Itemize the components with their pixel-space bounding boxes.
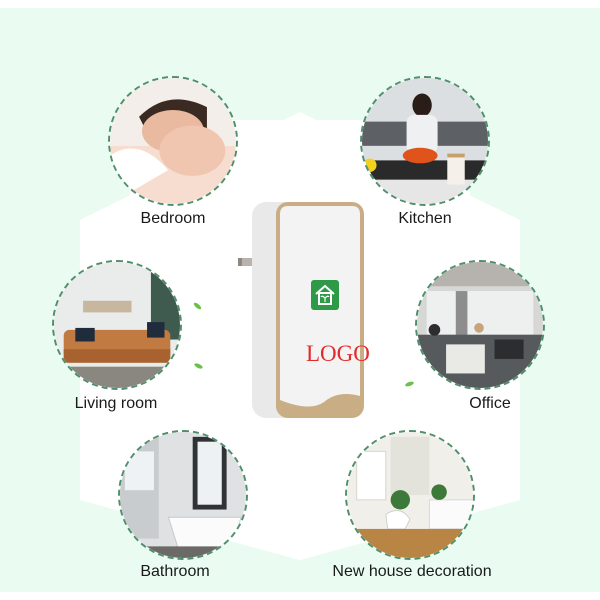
- room-label-office: Office: [469, 395, 511, 412]
- room-photo-new-house: [345, 430, 475, 560]
- house-sprout-icon: [315, 284, 335, 305]
- device-logo-text: LOGO: [306, 341, 370, 366]
- room-photo-bathroom: [118, 430, 248, 560]
- room-label-bathroom: Bathroom: [140, 563, 210, 580]
- room-label-new-house: New house decoration: [332, 563, 492, 580]
- room-photo-living-room: [52, 260, 182, 390]
- new-house-photo: [347, 432, 473, 558]
- bedroom-photo: [110, 78, 236, 204]
- bathroom-photo: [120, 432, 246, 558]
- kitchen-photo: [362, 78, 488, 204]
- room-photo-bedroom: [108, 76, 238, 206]
- room-label-living-room: Living room: [74, 395, 158, 412]
- office-photo: [417, 262, 543, 388]
- room-label-kitchen: Kitchen: [398, 210, 452, 227]
- room-photo-kitchen: [360, 76, 490, 206]
- air-purifier-device: LOGO: [238, 200, 370, 422]
- room-label-bedroom: Bedroom: [140, 210, 206, 227]
- room-photo-office: [415, 260, 545, 390]
- device-logo-badge: [311, 280, 339, 310]
- living-room-photo: [54, 262, 180, 388]
